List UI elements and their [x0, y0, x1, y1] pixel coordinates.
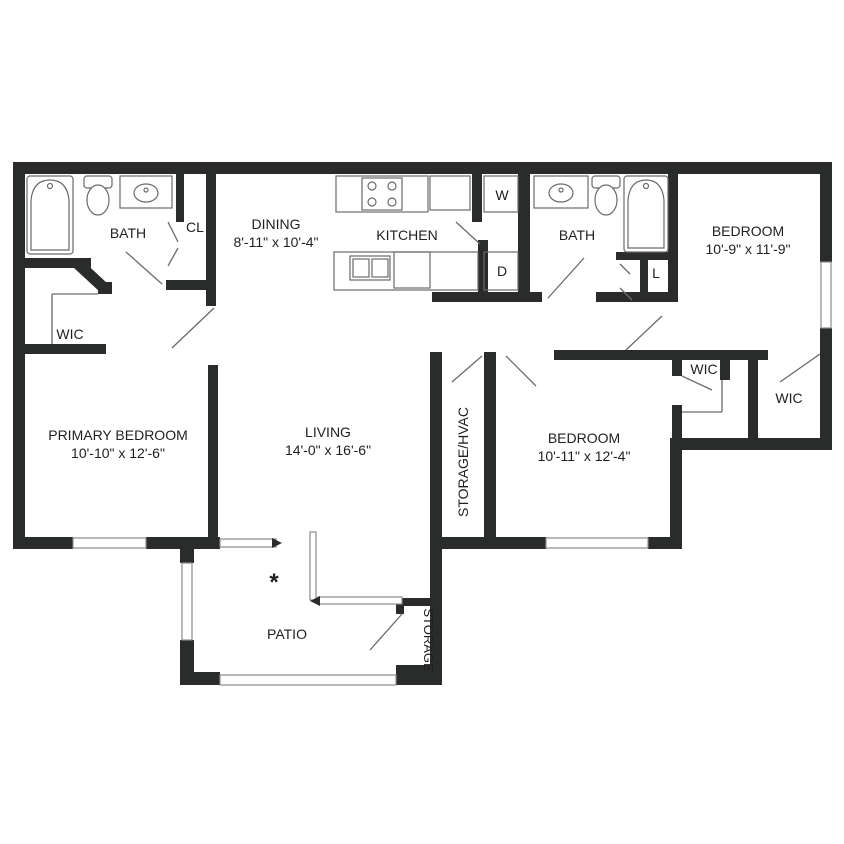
- window-bedroom-center: [545, 537, 649, 549]
- door-closet-b: [167, 247, 179, 267]
- label-closet: CL: [186, 219, 204, 235]
- label-living: LIVING: [305, 424, 351, 440]
- kitchen-counter: [333, 251, 479, 291]
- room-labels: BATH CL DINING 8'-11" x 10'-4" KITCHEN W…: [48, 187, 802, 672]
- door-primary-bedroom: [171, 307, 215, 349]
- window-living-slider-b: [309, 531, 317, 601]
- fixtures: [26, 175, 669, 291]
- door-primary-bath: [125, 251, 163, 285]
- washer-box: [483, 175, 519, 213]
- label-dining-dims: 8'-11" x 10'-4": [233, 234, 318, 250]
- entry-marker-icon: *: [269, 569, 279, 596]
- slider-ends: [272, 538, 320, 606]
- label-bedroom-ne-dims: 10'-9" x 11'-9": [705, 241, 790, 257]
- label-bedroom-center: BEDROOM: [548, 430, 620, 446]
- label-storage-hvac: STORAGE/HVAC: [455, 407, 471, 517]
- label-washer: W: [495, 187, 509, 203]
- door-wic-b: [779, 353, 821, 383]
- label-bath-left: BATH: [110, 225, 146, 241]
- label-bedroom-center-dims: 10'-11" x 12'-4": [538, 448, 631, 464]
- label-dining: DINING: [252, 216, 301, 232]
- walls: [13, 162, 832, 685]
- label-living-dims: 14'-0" x 16'-6": [285, 442, 371, 458]
- window-living-slider-a: [219, 538, 277, 548]
- label-kitchen: KITCHEN: [376, 227, 437, 243]
- window-bedroom-ne: [820, 261, 832, 329]
- bathtub-left: [26, 175, 74, 255]
- door-bath-right: [547, 257, 585, 299]
- label-patio-storage: STORAGE: [421, 608, 436, 672]
- sink-right: [533, 175, 589, 209]
- bathtub-right: [623, 175, 669, 253]
- door-storage-hvac-a: [451, 355, 483, 383]
- dryer-box: [483, 251, 519, 291]
- label-wic-bed-b: WIC: [775, 390, 802, 406]
- door-closet-a: [167, 221, 179, 243]
- label-wic-bed-a: WIC: [690, 361, 717, 377]
- windows: [72, 261, 832, 686]
- door-laundry: [455, 221, 481, 245]
- label-bath-right: BATH: [559, 227, 595, 243]
- label-primary-bedroom: PRIMARY BEDROOM: [48, 427, 188, 443]
- window-patio-left: [181, 562, 193, 641]
- door-storage-hvac-b: [505, 355, 537, 387]
- window-primary: [72, 537, 147, 549]
- stove: [335, 175, 429, 213]
- label-patio: PATIO: [267, 626, 307, 642]
- window-living-slider-c: [317, 596, 403, 605]
- sink-left: [119, 175, 173, 209]
- window-patio-bottom: [219, 674, 397, 686]
- label-bedroom-ne: BEDROOM: [712, 223, 784, 239]
- label-dryer: D: [497, 263, 507, 279]
- door-linen-b: [619, 287, 633, 301]
- label-primary-bedroom-dims: 10'-10" x 12'-6": [71, 445, 165, 461]
- door-linen-a: [619, 263, 631, 275]
- label-wic-primary: WIC: [56, 326, 83, 342]
- door-patio-storage: [369, 613, 403, 651]
- doors: [51, 221, 821, 651]
- door-bedroom-ne: [625, 315, 663, 351]
- door-wic-a: [681, 375, 713, 391]
- label-linen: L: [652, 265, 660, 281]
